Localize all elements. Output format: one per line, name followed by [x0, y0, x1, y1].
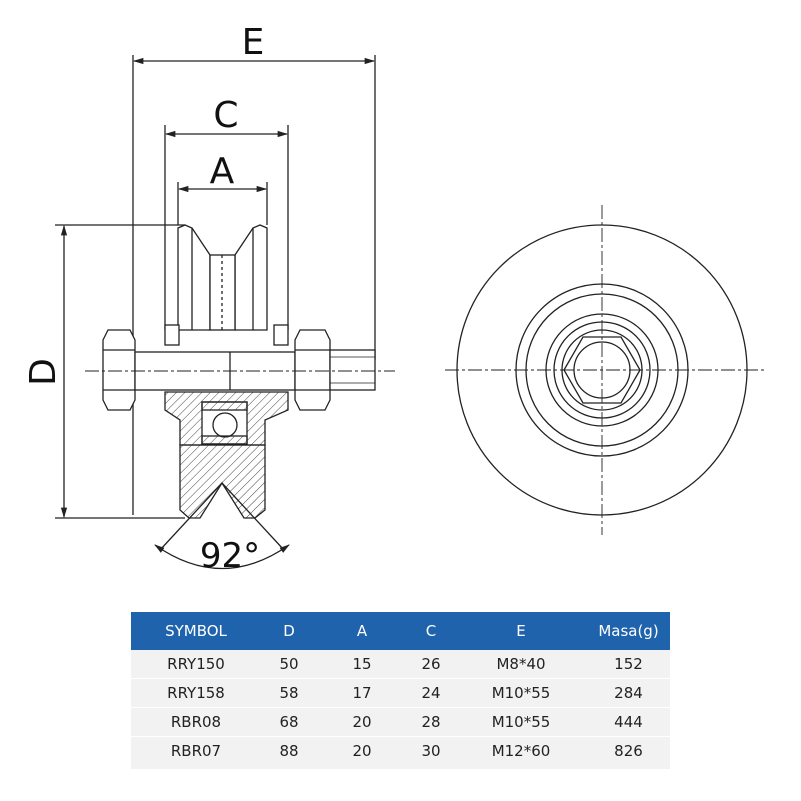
side-view — [55, 55, 395, 570]
cell-e: M8*40 — [455, 650, 587, 679]
front-view — [445, 205, 765, 535]
cell-d: 50 — [261, 650, 317, 679]
cell-symbol: RRY158 — [131, 678, 261, 708]
cell-a: 20 — [317, 707, 407, 737]
cell-e: M12*60 — [455, 736, 587, 770]
col-header-e: E — [516, 622, 526, 640]
cell-symbol: RBR08 — [131, 707, 261, 737]
cell-e: M10*55 — [455, 678, 587, 708]
col-header-a: A — [356, 622, 368, 640]
col-header-symbol: SYMBOL — [165, 622, 227, 640]
cell-symbol: RBR07 — [131, 736, 261, 770]
cell-c: 30 — [407, 736, 455, 770]
cell-symbol: RRY150 — [131, 650, 261, 679]
dim-label-c: C — [213, 95, 238, 136]
col-header-d: D — [283, 622, 295, 640]
technical-drawing: E C A D 92° — [23, 22, 765, 576]
cell-a: 20 — [317, 736, 407, 770]
col-header-c: C — [425, 622, 437, 640]
cell-d: 58 — [261, 678, 317, 708]
spec-table: SYMBOL D A C E Masa(g) RRY150 50 15 26 M… — [131, 612, 670, 770]
cell-masa: 152 — [587, 650, 670, 679]
cell-c: 24 — [407, 678, 455, 708]
table-row: RBR07 88 20 30 M12*60 826 — [131, 736, 670, 770]
table-row: RRY158 58 17 24 M10*55 284 — [131, 678, 670, 708]
cell-a: 15 — [317, 650, 407, 679]
dim-label-e: E — [242, 22, 265, 63]
cell-a: 17 — [317, 678, 407, 708]
cell-c: 28 — [407, 707, 455, 737]
angle-arc — [154, 544, 290, 570]
table-row: RRY150 50 15 26 M8*40 152 — [131, 650, 670, 679]
dim-label-a: A — [210, 151, 235, 192]
cell-masa: 284 — [587, 678, 670, 708]
cell-masa: 826 — [587, 736, 670, 770]
angle-label: 92° — [200, 536, 260, 576]
cell-masa: 444 — [587, 707, 670, 737]
cell-d: 88 — [261, 736, 317, 770]
table-row: RBR08 68 20 28 M10*55 444 — [131, 707, 670, 737]
cell-d: 68 — [261, 707, 317, 737]
dim-label-d: D — [23, 358, 64, 386]
cell-c: 26 — [407, 650, 455, 679]
table-header-row: SYMBOL D A C E Masa(g) — [131, 612, 670, 650]
cell-e: M10*55 — [455, 707, 587, 737]
col-header-masa: Masa(g) — [598, 622, 659, 640]
